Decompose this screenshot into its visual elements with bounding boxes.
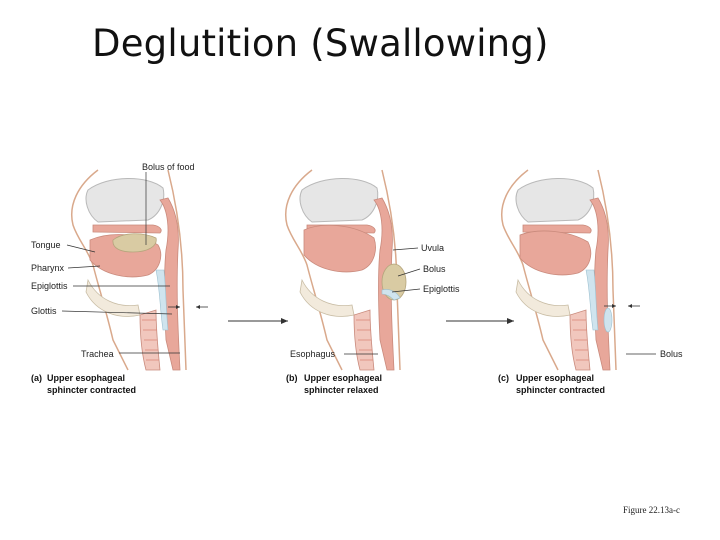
label-bolus-of-food: Bolus of food [142, 162, 195, 172]
caption-a-line2: sphincter contracted [47, 385, 136, 395]
figure-reference: Figure 22.13a-c [623, 505, 680, 515]
caption-c-line2: sphincter contracted [516, 385, 605, 395]
label-pharynx: Pharynx [31, 263, 65, 273]
label-glottis: Glottis [31, 306, 57, 316]
caption-b-line2: sphincter relaxed [304, 385, 379, 395]
panel-b [286, 170, 406, 370]
label-epiglottis-b: Epiglottis [423, 284, 460, 294]
caption-a-line1: Upper esophageal [47, 373, 125, 383]
caption-c-letter: (c) [498, 373, 509, 383]
panel-a [72, 170, 186, 370]
label-bolus-c: Bolus [660, 349, 683, 359]
caption-b-line1: Upper esophageal [304, 373, 382, 383]
caption-a-letter: (a) [31, 373, 42, 383]
arrow-a-to-b [228, 318, 288, 324]
label-esophagus: Esophagus [290, 349, 336, 359]
label-trachea: Trachea [81, 349, 114, 359]
caption-a: (a) Upper esophageal sphincter contracte… [31, 373, 136, 395]
sphincter-arrows-c [604, 304, 640, 308]
label-bolus-b: Bolus [423, 264, 446, 274]
caption-b-letter: (b) [286, 373, 298, 383]
caption-c-line1: Upper esophageal [516, 373, 594, 383]
arrow-b-to-c [446, 318, 514, 324]
panel-c [502, 170, 616, 370]
label-epiglottis-a: Epiglottis [31, 281, 68, 291]
label-uvula: Uvula [421, 243, 444, 253]
caption-b: (b) Upper esophageal sphincter relaxed [286, 373, 382, 395]
caption-c: (c) Upper esophageal sphincter contracte… [498, 373, 605, 395]
label-tongue: Tongue [31, 240, 61, 250]
